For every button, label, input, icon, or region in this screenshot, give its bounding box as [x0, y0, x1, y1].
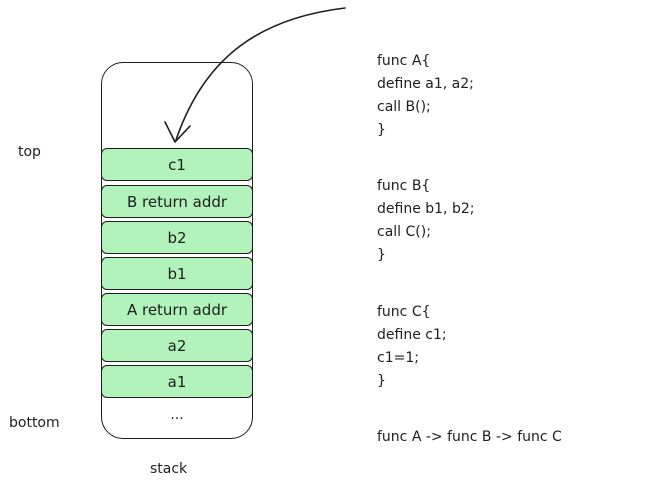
top-label: top — [18, 144, 41, 160]
code-line: } — [377, 122, 386, 138]
bottom-label: bottom — [9, 415, 60, 431]
code-line: func C{ — [377, 304, 431, 320]
code-line: call B(); — [377, 99, 431, 115]
code-func-a: func A{ define a1, a2; call B(); } — [377, 50, 474, 142]
code-line: define b1, b2; — [377, 201, 475, 217]
code-line: func B{ — [377, 178, 431, 194]
code-line: define a1, a2; — [377, 76, 474, 92]
code-line: func A{ — [377, 53, 431, 69]
stack-slot-c1: c1 — [101, 148, 253, 181]
code-line: c1=1; — [377, 350, 419, 366]
stack-slot-b-return-addr: B return addr — [101, 185, 253, 218]
code-func-c: func C{ define c1; c1=1; } — [377, 301, 447, 393]
arrow-head — [164, 121, 191, 143]
call-chain: func A -> func B -> func C — [377, 429, 562, 445]
code-line: call C(); — [377, 224, 431, 240]
stack-slot-a2: a2 — [101, 329, 253, 362]
stack-slot-b1: b1 — [101, 257, 253, 290]
stack-slot-b2: b2 — [101, 221, 253, 254]
stack-slot-a-return-addr: A return addr — [101, 293, 253, 326]
stack-ellipsis: ... — [170, 407, 184, 423]
code-func-b: func B{ define b1, b2; call C(); } — [377, 175, 474, 267]
arrow-shaft — [175, 7, 346, 141]
code-line: define c1; — [377, 327, 447, 343]
stack-label: stack — [150, 461, 188, 477]
code-line: } — [377, 373, 386, 389]
code-line: } — [377, 247, 386, 263]
stack-slot-a1: a1 — [101, 365, 253, 398]
